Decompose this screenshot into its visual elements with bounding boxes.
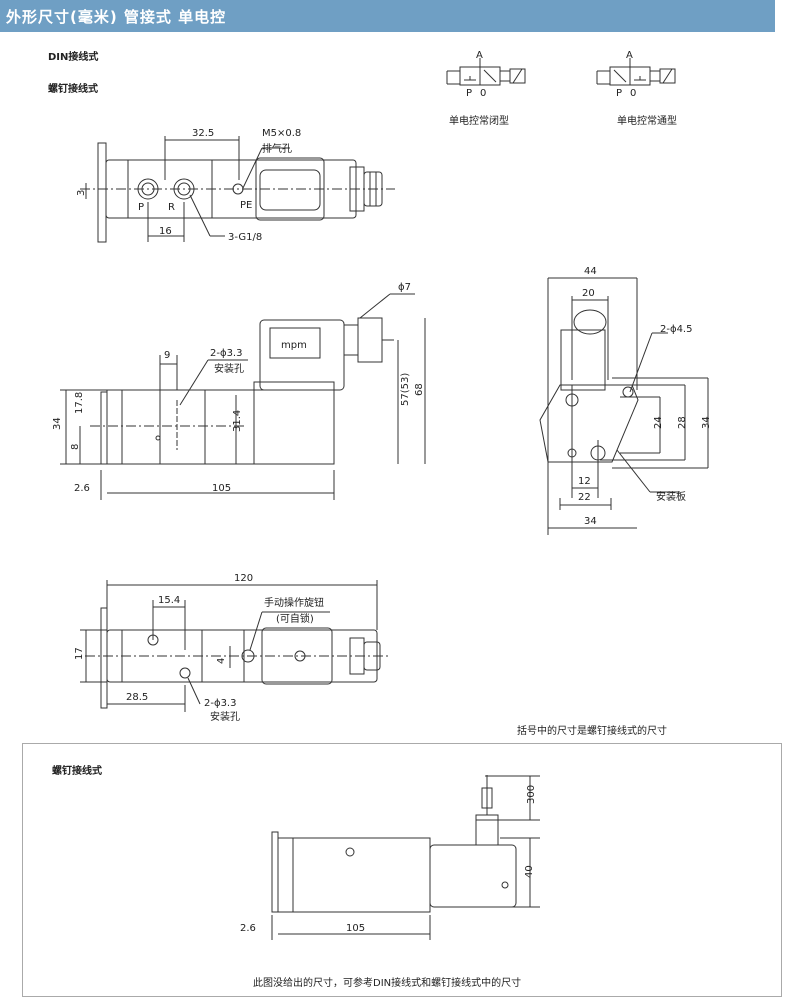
valve-screw-view xyxy=(271,775,540,940)
screw-box-label: 螺钉接线式 xyxy=(52,766,102,777)
dim-44: 44 xyxy=(584,266,597,277)
valve-top-view xyxy=(80,136,395,243)
dim-20: 20 xyxy=(582,288,595,299)
dim-34: 34 xyxy=(52,417,63,430)
dim-24: 24 xyxy=(653,416,664,429)
hole-33: 2-ϕ3.3 xyxy=(210,348,242,359)
dim-105: 105 xyxy=(212,483,231,494)
dim-8: 8 xyxy=(70,444,81,450)
nc-port-a: A xyxy=(476,50,483,61)
symbol-normally-closed xyxy=(446,58,526,86)
bottom-note: 此图没给出的尺寸，可参考DIN接线式和螺钉接线式中的尺寸 xyxy=(253,978,522,989)
symbol-normally-open xyxy=(596,58,676,86)
valve-side-view xyxy=(60,293,426,500)
mount-plate-label: 安装板 xyxy=(656,490,686,503)
port-r-label: R xyxy=(168,202,175,213)
install-hole-label: 安装孔 xyxy=(214,362,244,375)
no-port-a: A xyxy=(626,50,633,61)
dim-120: 120 xyxy=(234,573,253,584)
dim-17-8: 17.8 xyxy=(74,392,85,414)
hole-33-bottom: 2-ϕ3.3 xyxy=(204,698,236,709)
no-port-o: 0 xyxy=(630,88,636,99)
dim-16: 16 xyxy=(159,226,172,237)
dim-9: 9 xyxy=(164,350,170,361)
screw-label: 螺钉接线式 xyxy=(48,84,98,95)
dim-105-screw: 105 xyxy=(346,923,365,934)
dim-32-5: 32.5 xyxy=(192,128,214,139)
section-header: 外形尺寸(毫米) 管接式 单电控 xyxy=(0,0,775,32)
dim-300: 300 xyxy=(526,785,537,804)
manual-knob-label: 手动操作旋钮 xyxy=(264,596,324,609)
dim-4: 4 xyxy=(216,658,227,664)
section-title: 外形尺寸(毫米) 管接式 单电控 xyxy=(6,8,227,26)
install-hole-bottom: 安装孔 xyxy=(210,710,240,723)
dim-2-6: 2.6 xyxy=(74,483,90,494)
dim-12: 12 xyxy=(578,476,591,487)
lockable-label: (可自锁) xyxy=(276,612,314,625)
dim-40: 40 xyxy=(524,865,535,878)
dim-2-6-screw: 2.6 xyxy=(240,923,256,934)
dim-17: 17 xyxy=(74,647,85,660)
dim-phi7: ϕ7 xyxy=(398,282,411,293)
hole-45: 2-ϕ4.5 xyxy=(660,324,692,335)
screw-terminal-box xyxy=(22,743,782,997)
dim-15-4: 15.4 xyxy=(158,595,180,606)
port-p-label: P xyxy=(138,202,144,213)
valve-end-view xyxy=(539,277,709,535)
nc-label: 单电控常闭型 xyxy=(449,116,509,127)
dim-28: 28 xyxy=(677,416,688,429)
valve-bottom-view xyxy=(80,580,390,712)
din-label: DIN接线式 xyxy=(48,52,99,63)
exhaust-label: 排气孔 xyxy=(262,142,292,155)
bracket-note: 括号中的尺寸是螺钉接线式的尺寸 xyxy=(517,726,667,737)
dim-22: 22 xyxy=(578,492,591,503)
dim-m5: M5×0.8 xyxy=(262,128,301,139)
dim-34-end: 34 xyxy=(701,416,712,429)
dim-28-5: 28.5 xyxy=(126,692,148,703)
dim-68: 68 xyxy=(414,383,425,396)
nc-port-p: P xyxy=(466,88,472,99)
port-pe-label: PE xyxy=(240,200,252,211)
dim-34-bottom: 34 xyxy=(584,516,597,527)
dim-31-4: 31.4 xyxy=(232,410,243,432)
dim-3: 3 xyxy=(76,190,87,196)
thread-g18: 3-G1/8 xyxy=(228,232,262,243)
nc-port-o: 0 xyxy=(480,88,486,99)
dim-57-53: 57(53) xyxy=(400,373,411,406)
no-port-p: P xyxy=(616,88,622,99)
brand-mark: mpm xyxy=(281,340,307,351)
no-label: 单电控常通型 xyxy=(617,116,677,127)
